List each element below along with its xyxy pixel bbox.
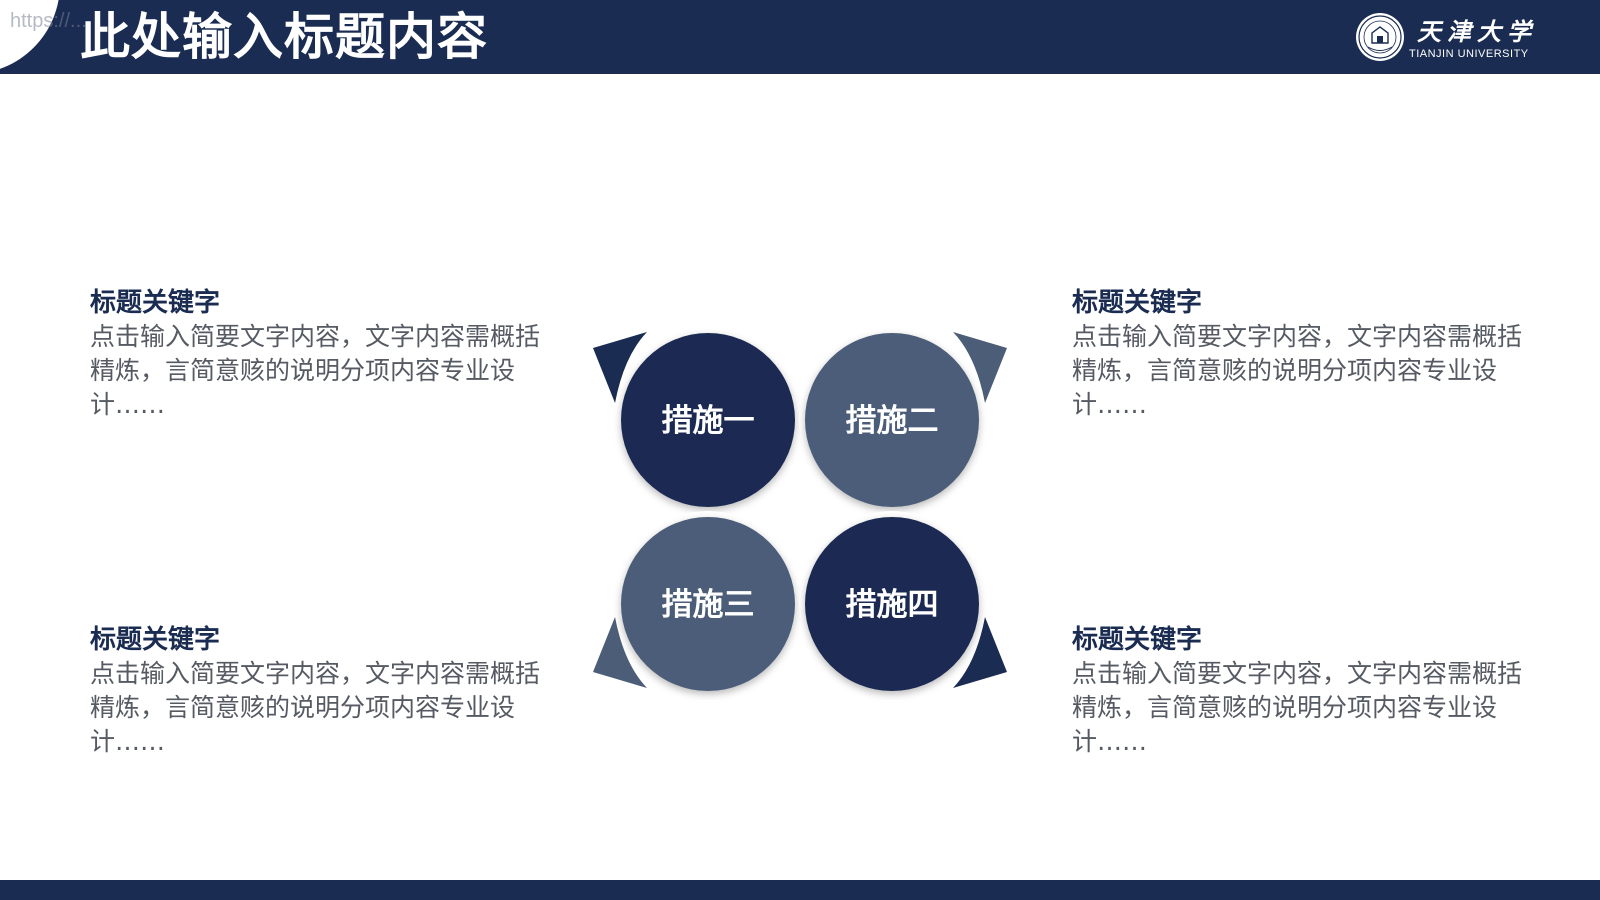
university-seal-icon: [1356, 13, 1404, 61]
text-block-top-left: 标题关键字 点击输入简要文字内容，文字内容需概括精炼，言简意赅的说明分项内容专业…: [90, 286, 560, 422]
text-block-top-right: 标题关键字 点击输入简要文字内容，文字内容需概括精炼，言简意赅的说明分项内容专业…: [1072, 286, 1542, 422]
page-title[interactable]: 此处输入标题内容: [80, 8, 488, 66]
watermark: https://...: [10, 10, 87, 32]
block-title[interactable]: 标题关键字: [1072, 625, 1203, 655]
university-logo: 天津大学 TIANJIN UNIVERSITY: [1355, 10, 1555, 66]
block-text[interactable]: 点击输入简要文字内容，文字内容需概括精炼，言简意赅的说明分项内容专业设计……: [90, 322, 541, 419]
measure-label: 措施二: [846, 403, 939, 439]
measure-label: 措施三: [662, 587, 755, 623]
corner-arrow-top-left: [593, 332, 647, 403]
footer-bar: [0, 880, 1600, 900]
corner-arrow-bottom-left: [593, 617, 647, 688]
header-bar: [0, 0, 1600, 74]
measure-circle[interactable]: [621, 333, 795, 507]
corner-arrow-bottom-right: [953, 617, 1007, 688]
block-text[interactable]: 点击输入简要文字内容，文字内容需概括精炼，言简意赅的说明分项内容专业设计……: [1072, 322, 1523, 419]
measure-node[interactable]: 措施三: [615, 511, 801, 697]
block-text[interactable]: 点击输入简要文字内容，文字内容需概括精炼，言简意赅的说明分项内容专业设计……: [90, 659, 541, 756]
measure-circle[interactable]: [805, 517, 979, 691]
university-name-cn: 天津大学: [1417, 17, 1537, 46]
text-block-bottom-right: 标题关键字 点击输入简要文字内容，文字内容需概括精炼，言简意赅的说明分项内容专业…: [1072, 623, 1542, 759]
text-block-bottom-left: 标题关键字 点击输入简要文字内容，文字内容需概括精炼，言简意赅的说明分项内容专业…: [90, 623, 560, 759]
measure-node[interactable]: 措施四: [799, 511, 985, 697]
measure-node[interactable]: 措施一: [615, 327, 801, 513]
measure-label: 措施四: [846, 587, 939, 623]
university-name-en: TIANJIN UNIVERSITY: [1409, 48, 1529, 60]
measure-node[interactable]: 措施二: [799, 327, 985, 513]
corner-arrow-top-right: [953, 332, 1007, 403]
measure-label: 措施一: [662, 403, 755, 439]
block-text[interactable]: 点击输入简要文字内容，文字内容需概括精炼，言简意赅的说明分项内容专业设计……: [1072, 659, 1523, 756]
measure-circle[interactable]: [805, 333, 979, 507]
measure-circle[interactable]: [621, 517, 795, 691]
block-title[interactable]: 标题关键字: [90, 625, 221, 655]
block-title[interactable]: 标题关键字: [90, 288, 221, 318]
block-title[interactable]: 标题关键字: [1072, 288, 1203, 318]
